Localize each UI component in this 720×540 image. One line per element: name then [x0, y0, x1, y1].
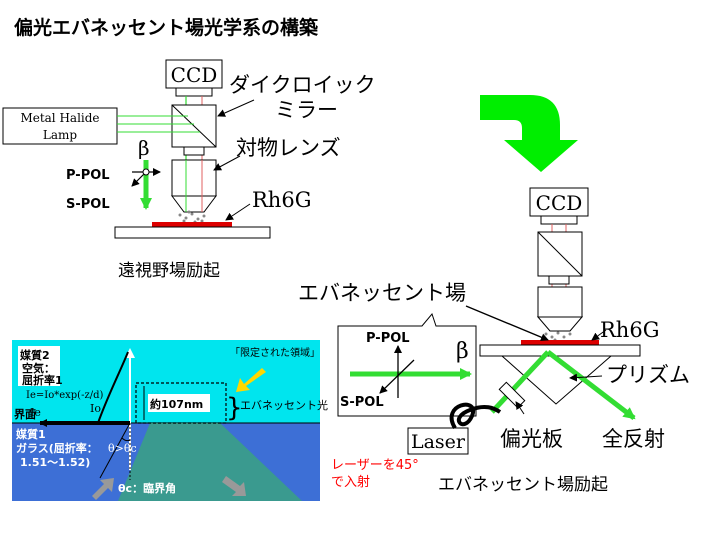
brace-symbol: } — [226, 393, 243, 423]
incidence-note-2: で入射 — [331, 474, 370, 490]
page-title: 偏光エバネッセント場光学系の構築 — [14, 16, 319, 39]
inset-incident-line — [99, 422, 131, 479]
prism-label: プリズム — [606, 363, 690, 387]
inset-angle-arc — [121, 437, 131, 442]
depth-label: 約107nm — [150, 397, 203, 411]
medium1-line3: 1.51～1.52) — [20, 456, 90, 469]
bottom-beta-label: β — [456, 339, 469, 364]
metal-halide-lamp — [2, 107, 118, 145]
medium1-line2: ガラス(屈折率： — [16, 441, 98, 455]
top-objective-mount — [183, 146, 205, 156]
angle-condition-label: θ>θc — [108, 442, 137, 455]
bottom-ccd-mount — [540, 215, 578, 225]
medium2-line1: 媒質2 — [19, 348, 50, 362]
laser-label: Laser — [411, 431, 466, 453]
total-reflection-label: 全反射 — [602, 427, 665, 451]
inset-incident-region — [118, 423, 302, 501]
top-spol-label: S-POL — [66, 197, 110, 212]
evanescent-light-label: エバネッセント光 — [240, 398, 328, 412]
inset-interface-label: 界面 — [14, 408, 36, 421]
inset-grey-arrow-left — [92, 478, 114, 500]
dichroic-label-2: ミラー — [275, 98, 338, 122]
bottom-sample-label: Rh6G — [600, 318, 659, 342]
top-objective-tip — [171, 195, 217, 213]
bottom-ccd-box — [529, 187, 589, 217]
top-beta-label: β — [138, 136, 150, 160]
bottom-objective-body — [537, 286, 583, 318]
polarizer-label: 偏光板 — [500, 427, 563, 451]
top-ppol-label: P-POL — [66, 168, 110, 183]
polarizer-pointer — [515, 401, 525, 415]
medium2-line3: 屈折率1 — [22, 373, 63, 387]
objective-label: 対物レンズ — [236, 136, 341, 160]
medium1-line1: 媒質1 — [15, 427, 46, 441]
top-ccd-box — [165, 59, 223, 89]
evanescent-field-pointer — [465, 305, 549, 342]
top-setup: CCD ダイクロイック ミラー Metal Halide Lamp 対物レンズ — [2, 59, 376, 281]
top-sample-pointer — [225, 203, 251, 221]
lamp-label-1: Metal Halide — [20, 111, 99, 125]
lamp-label-2: Lamp — [43, 128, 78, 142]
bottom-cube-diagonal — [537, 231, 583, 277]
inset-io-label: Io — [90, 402, 101, 415]
pol-callout-box — [337, 312, 477, 417]
depth-label-box — [148, 394, 210, 412]
laser-box — [407, 427, 469, 455]
inset-ie-label: Ie — [30, 406, 41, 419]
top-ccd-mount — [175, 87, 213, 97]
medium2-label-box — [18, 346, 60, 386]
bottom-sample-pointer — [591, 329, 607, 341]
top-stage — [114, 226, 271, 239]
bottom-objective-mount — [548, 275, 570, 285]
inset-grey-arrow-right — [222, 476, 246, 496]
limited-region-arrow — [236, 368, 266, 392]
limited-region-box — [135, 382, 227, 424]
dichroic-label-1: ダイクロイック — [229, 73, 376, 97]
bottom-ccd-label: CCD — [536, 191, 583, 215]
objective-pointer — [213, 155, 241, 171]
top-caption: 遠視野場励起 — [118, 261, 220, 281]
bottom-ppol-label: P-POL — [366, 331, 410, 346]
bottom-sample-rh6g — [521, 340, 599, 345]
bottom-setup: CCD Rh6G エバネッセント場 P-POL S-POL — [298, 187, 690, 495]
critical-angle-label: θc：臨界角 — [118, 481, 176, 495]
bottom-caption: エバネッセント場励起 — [438, 475, 608, 495]
total-reflection-beam — [546, 350, 636, 420]
incident-beam — [490, 350, 550, 414]
top-ccd-label: CCD — [171, 63, 218, 87]
top-sample-label: Rh6G — [252, 188, 311, 212]
inset-decay-curve — [97, 351, 129, 424]
medium2-line2: 空気： — [22, 361, 55, 375]
bottom-objective-tip — [536, 316, 584, 332]
inset-formula: Ie=Io*exp(-z/d) — [26, 390, 103, 401]
prism-pointer — [569, 373, 603, 382]
big-green-arrow — [480, 95, 578, 172]
optical-fiber — [449, 402, 502, 430]
limited-region-label: 「限定された領域」 — [230, 346, 320, 359]
top-pol-center — [142, 168, 150, 176]
dichroic-pointer — [217, 99, 255, 117]
top-sample-rh6g — [152, 222, 232, 227]
incidence-note-1: レーザーを45° — [331, 458, 419, 473]
top-objective-body — [171, 159, 217, 197]
evanescent-field-label: エバネッセント場 — [298, 281, 466, 305]
polarizer-plate — [498, 381, 526, 409]
evanescent-inset: 媒質2 空気： 屈折率1 Ie=Io*exp(-z/d) Ie Io 界面 θ>… — [12, 340, 328, 501]
bottom-stage — [479, 344, 641, 357]
bottom-spol-label: S-POL — [340, 395, 384, 410]
bottom-s-pol-arrow — [379, 359, 415, 394]
top-dichroic-diagonal — [171, 104, 217, 148]
